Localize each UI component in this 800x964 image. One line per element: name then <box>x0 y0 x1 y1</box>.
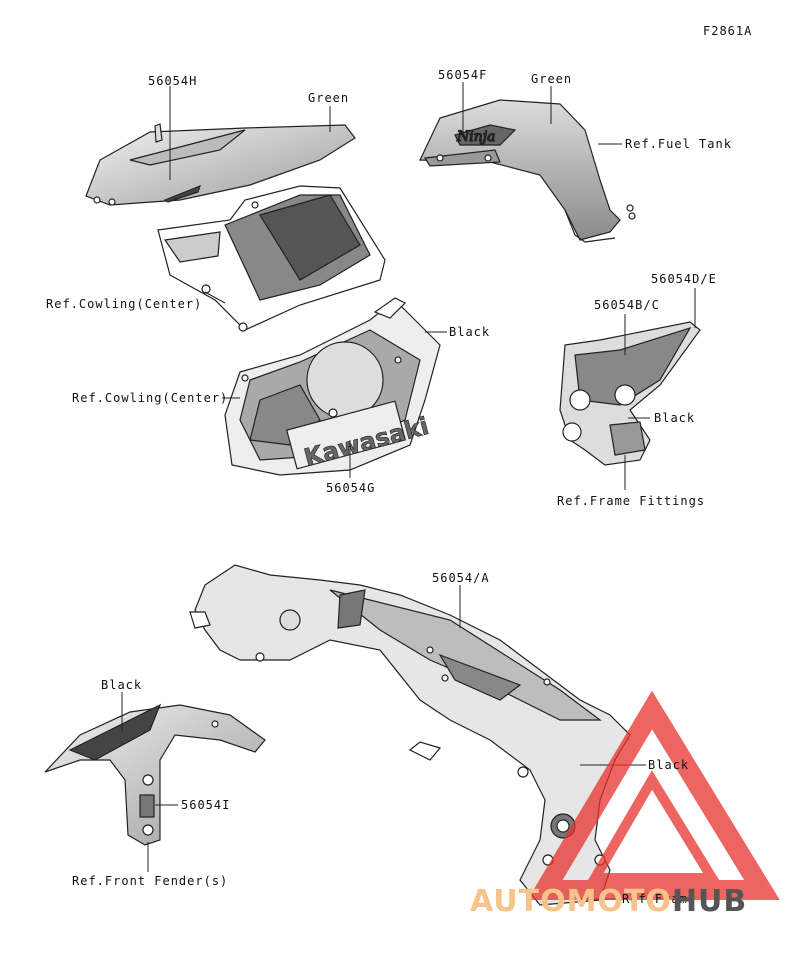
part-number-56054h: 56054H <box>148 74 198 88</box>
watermark-part-2: MOTO <box>566 884 672 919</box>
color-label-black-lower-cowling: Black <box>449 325 491 339</box>
lower-cowling-part: Kawasaki <box>224 297 441 476</box>
part-number-56054g: 56054G <box>326 481 376 495</box>
ref-label-frame: Ref.Frame <box>622 892 697 906</box>
ninja-decal-text: Ninja <box>456 129 495 145</box>
leader-lines <box>121 82 696 900</box>
part-number-56054bc: 56054B/C <box>594 298 660 312</box>
part-number-56054i: 56054I <box>181 798 231 812</box>
watermark-part-1: AUTO <box>470 884 567 919</box>
color-label-green-tank: Green <box>531 72 573 86</box>
front-fender-part <box>44 703 266 846</box>
watermark-part-3: HUB <box>671 884 748 919</box>
color-label-black-fender: Black <box>101 678 143 692</box>
watermark-text: AUTOMOTOHUB <box>470 884 747 919</box>
watermark-logo-icon <box>527 690 780 900</box>
figure-code: F2861A <box>703 24 753 38</box>
ref-label-fuel-tank: Ref.Fuel Tank <box>625 137 732 151</box>
color-label-green-cowling: Green <box>308 91 350 105</box>
upper-cowling-part <box>85 123 356 206</box>
ref-label-cowling-center-upper: Ref.Cowling(Center) <box>46 297 203 311</box>
ref-label-frame-fittings: Ref.Frame Fittings <box>557 494 706 508</box>
frame-fitting-part <box>559 321 701 466</box>
fuel-tank-part: Ninja <box>419 99 636 243</box>
color-label-black-fitting: Black <box>654 411 696 425</box>
part-number-56054f: 56054F <box>438 68 488 82</box>
ref-label-front-fender: Ref.Front Fender(s) <box>72 874 229 888</box>
color-label-black-frame: Black <box>648 758 690 772</box>
center-cowling-upper <box>157 185 386 332</box>
main-frame-part <box>189 564 631 906</box>
ref-label-cowling-center-lower: Ref.Cowling(Center) <box>72 391 229 405</box>
part-number-56054a: 56054/A <box>432 571 490 585</box>
part-number-56054de: 56054D/E <box>651 272 717 286</box>
